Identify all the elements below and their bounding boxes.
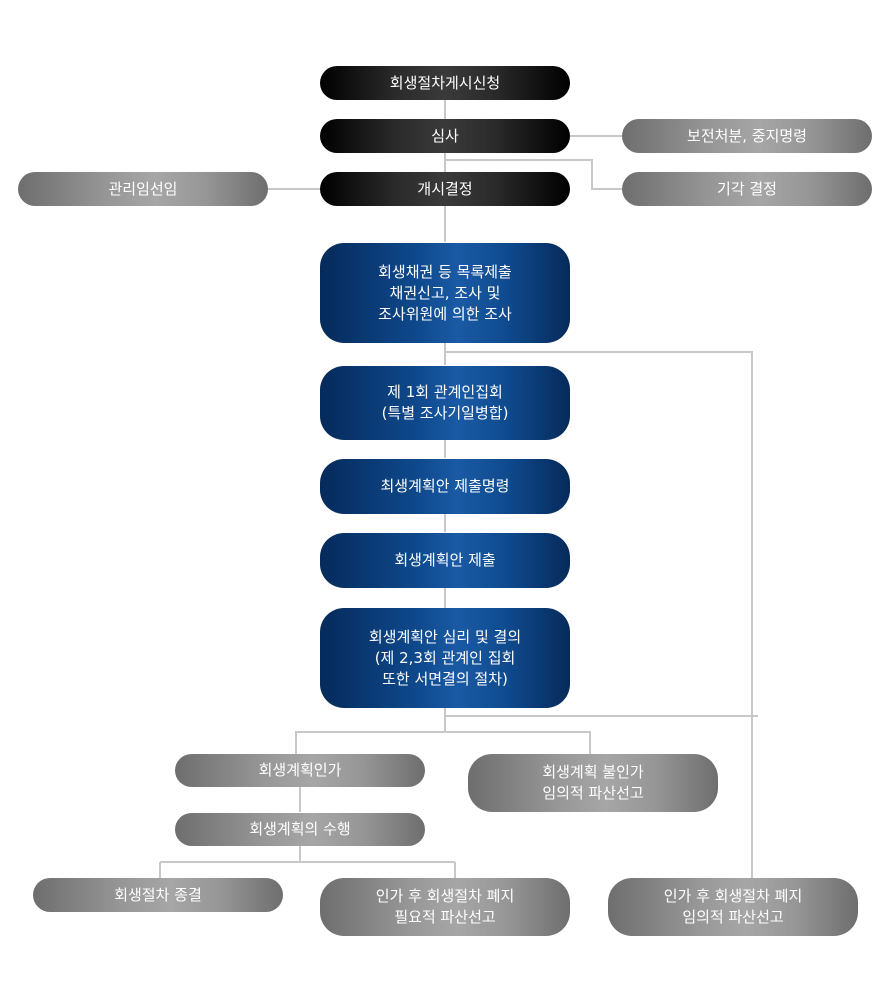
node-label: 회생절차 종결 [114,885,202,904]
node-label: 조사위원에 의한 조사 [378,304,512,323]
node-label: 회생절차게시신청 [389,73,501,92]
node-label: 관리임선임 [108,179,178,198]
node-label: 보전처분, 중지명령 [687,126,807,145]
node-label: 인가 후 회생절차 폐지 [663,887,803,905]
node-label: 회생계획의 수행 [249,820,351,838]
node-procedure-closure: 회생절차 종결 [33,878,283,912]
node-plan-execution: 회생계획의 수행 [175,813,425,846]
node-label: (제 2,3회 관계인 집회 [374,648,516,667]
branch-line [295,716,446,754]
node-plan-disapproval: 회생계획 불인가 임의적 파산선고 [468,754,718,812]
node-label: 채권신고, 조사 및 [389,283,501,302]
node-plan-order: 최생계획안 제출명령 [320,459,570,514]
node-filing: 회생절차게시신청 [320,66,570,100]
node-plan-hearing: 회생계획안 심리 및 결의 (제 2,3회 관계인 집회 또한 서면결의 절차) [320,608,570,708]
branch-line [445,351,753,878]
node-label: 회생계획안 심리 및 결의 [368,627,522,646]
node-label: 임의적 파산선고 [542,784,644,802]
node-claims-list: 회생채권 등 목록제출 채권신고, 조사 및 조사위원에 의한 조사 [320,243,570,343]
node-administrator-appointment: 관리임선임 [18,172,268,206]
node-label: 회생채권 등 목록제출 [378,262,512,281]
node-label: 필요적 파산선고 [394,908,496,926]
node-label: 심사 [431,126,459,145]
node-commencement: 개시결정 [320,172,570,206]
node-plan-submit: 회생계획안 제출 [320,533,570,588]
node-first-meeting: 제 1회 관계인집회 (특별 조사기일병합) [320,366,570,440]
node-label: (특별 조사기일병합) [381,404,509,422]
node-preservation-order: 보전처분, 중지명령 [622,119,872,153]
node-label: 또한 서면결의 절차) [382,669,508,688]
node-label: 회생계획 불인가 [542,763,644,781]
node-label: 인가 후 회생절차 폐지 [375,887,515,905]
node-label: 임의적 파산선고 [682,908,784,926]
node-plan-approval: 회생계획인가 [175,754,425,787]
branch-line [445,159,622,190]
node-label: 회생계획인가 [258,761,342,779]
node-discretionary-bankruptcy: 인가 후 회생절차 폐지 임의적 파산선고 [608,878,858,936]
node-dismissal: 기각 결정 [622,172,872,206]
node-label: 제 1회 관계인집회 [387,383,503,401]
node-review: 심사 [320,119,570,153]
branch-line [445,731,591,754]
node-mandatory-bankruptcy: 인가 후 회생절차 폐지 필요적 파산선고 [320,878,570,936]
node-label: 개시결정 [417,179,473,198]
node-label: 기각 결정 [717,179,777,198]
node-label: 최생계획안 제출명령 [380,477,510,495]
node-label: 회생계획안 제출 [394,551,496,569]
